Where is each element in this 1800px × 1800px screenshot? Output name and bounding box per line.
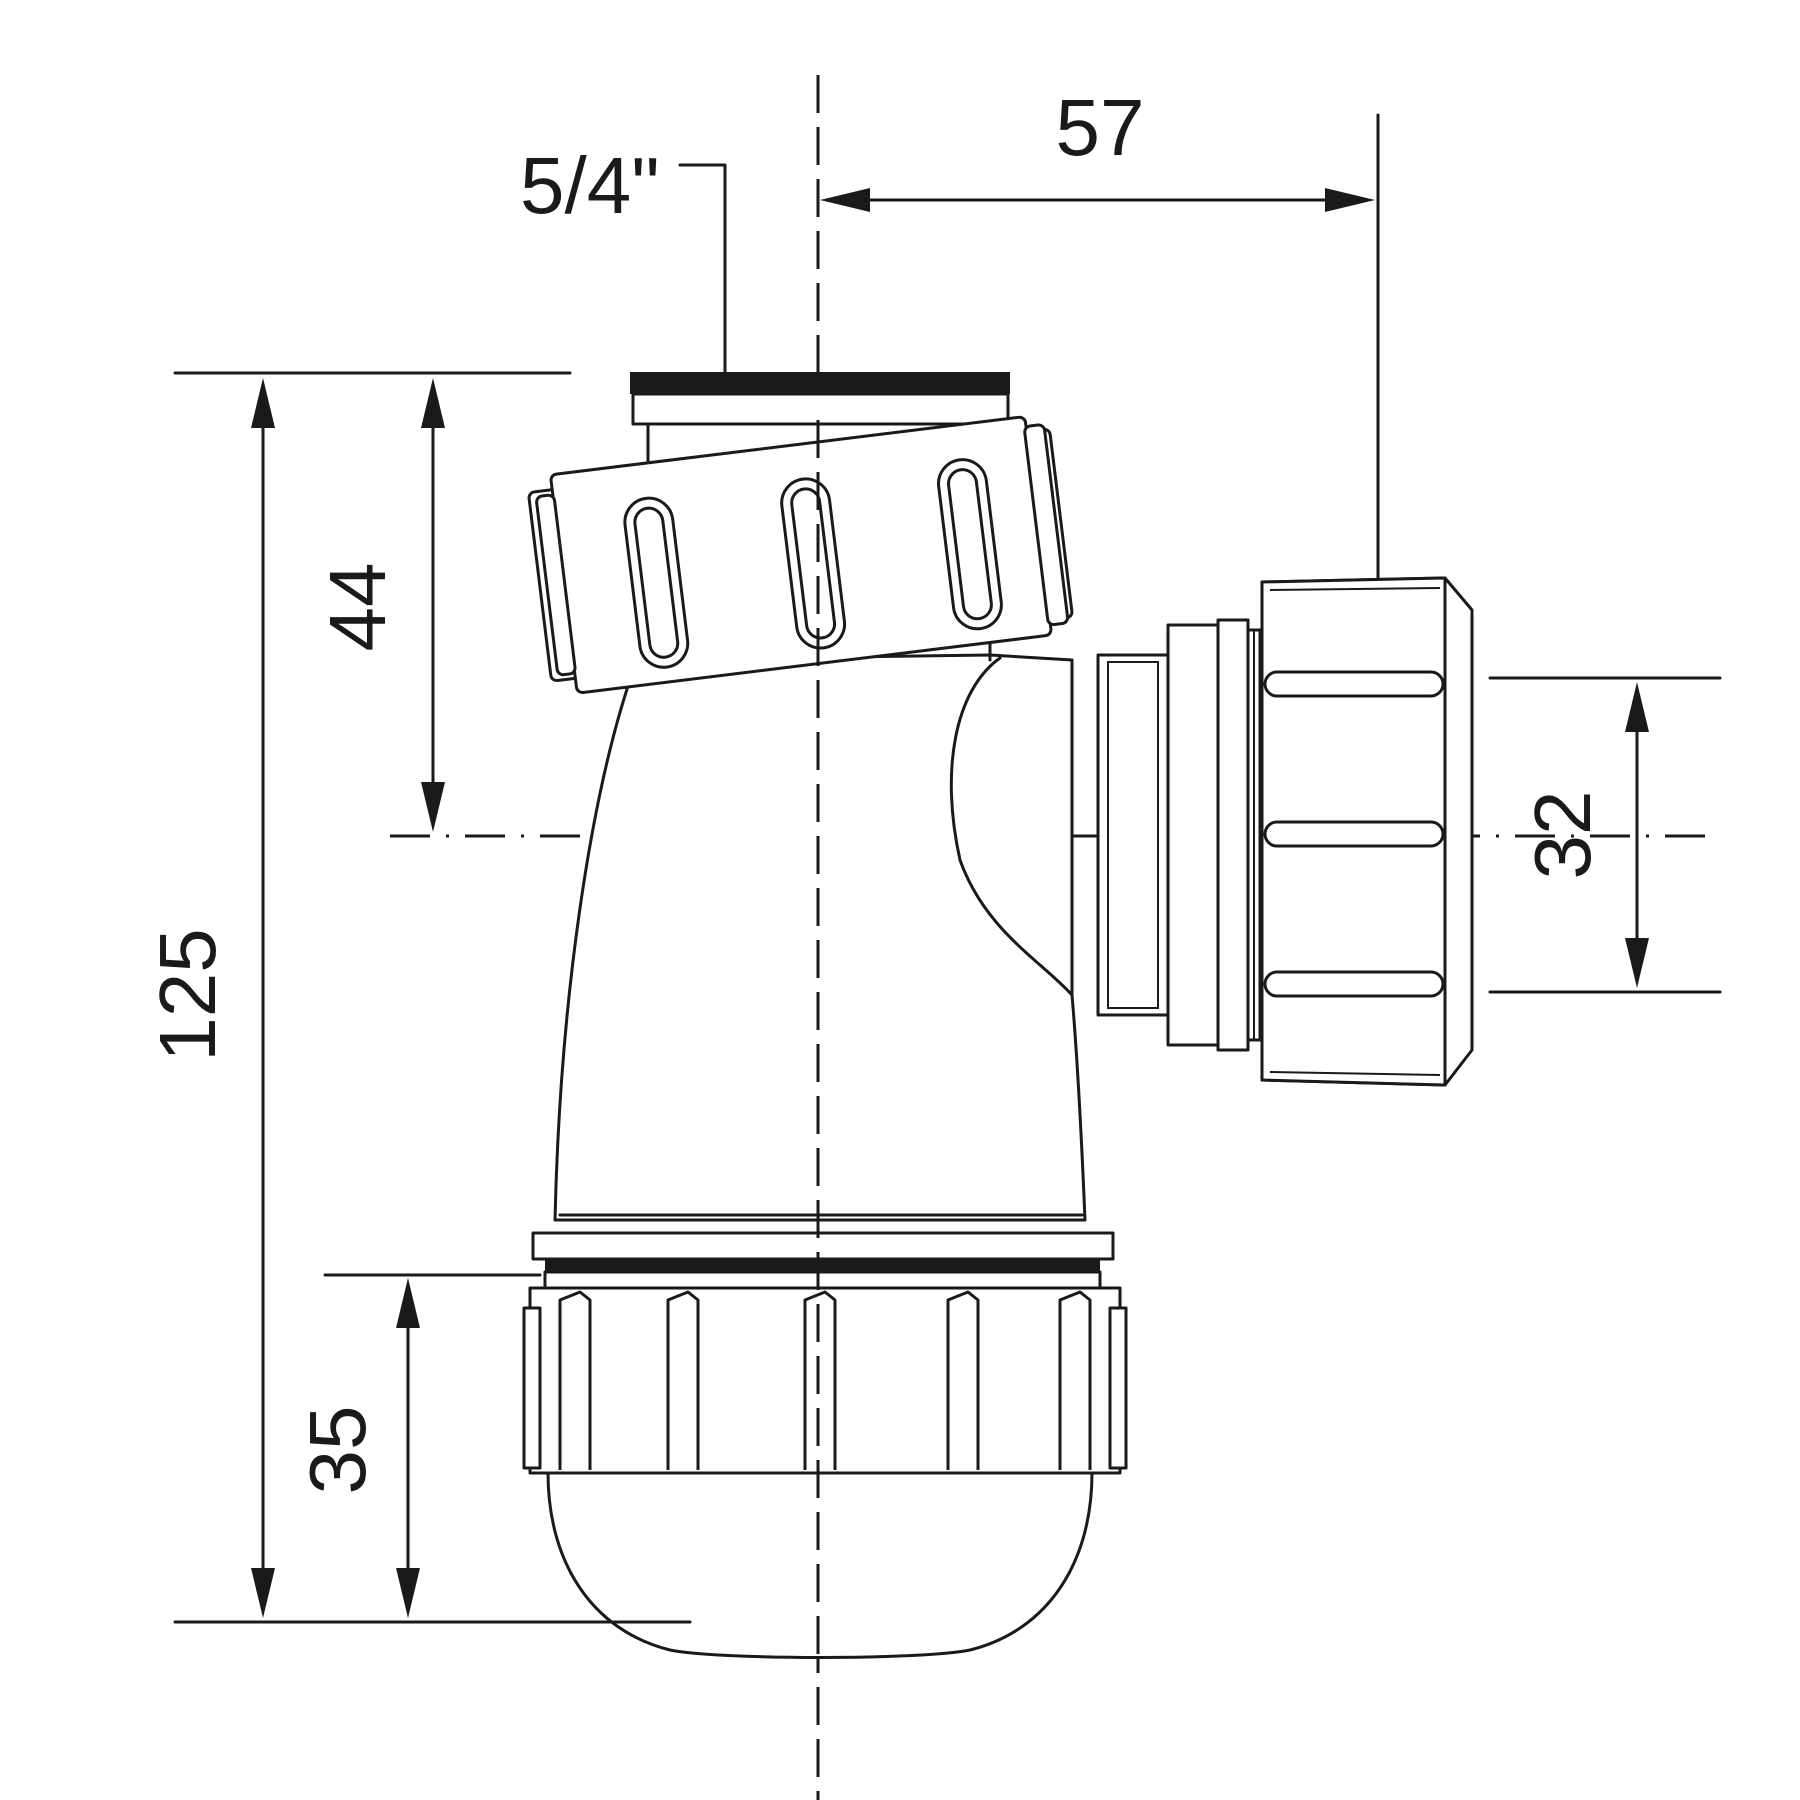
arrowhead bbox=[396, 1568, 420, 1618]
arrowhead bbox=[1625, 682, 1649, 732]
arrowhead bbox=[820, 188, 870, 212]
total-height-label: 125 bbox=[143, 928, 232, 1061]
arrowhead bbox=[421, 378, 445, 428]
trap-body bbox=[553, 653, 1087, 1222]
nut-grip-slot bbox=[780, 477, 847, 650]
bottom-nut bbox=[522, 1286, 1128, 1475]
outlet-nut bbox=[1260, 576, 1474, 1087]
cup-height-label: 35 bbox=[293, 1406, 382, 1495]
cup-flange bbox=[531, 1231, 1115, 1261]
cup-dome bbox=[546, 1471, 1094, 1659]
thread-size-label: 5/4" bbox=[520, 141, 660, 230]
outlet-ring bbox=[1216, 618, 1250, 1052]
outlet-sleeve bbox=[1096, 653, 1170, 1017]
thread-size-leader bbox=[678, 163, 727, 374]
arrowhead bbox=[1625, 938, 1649, 988]
offset-dimension-label: 57 bbox=[1056, 83, 1145, 172]
arrowhead bbox=[1325, 188, 1375, 212]
outlet-stub bbox=[1166, 623, 1220, 1047]
cup-ribs bbox=[558, 1290, 1092, 1470]
arrowhead bbox=[421, 782, 445, 832]
outlet-bulge bbox=[949, 656, 1074, 997]
nut-grip-slot bbox=[1263, 970, 1445, 998]
arrowhead bbox=[396, 1278, 420, 1328]
arrowhead bbox=[251, 378, 275, 428]
nut-grip-slot bbox=[623, 496, 690, 669]
cup-washer bbox=[545, 1258, 1100, 1272]
inlet-washer bbox=[630, 372, 1010, 394]
nut-grip-slot bbox=[1263, 670, 1445, 698]
inlet-height-label: 44 bbox=[313, 563, 402, 652]
inlet-nut bbox=[527, 415, 1074, 694]
arrowhead bbox=[251, 1568, 275, 1618]
nut-grip-slot bbox=[937, 458, 1003, 631]
outlet-diameter-label: 32 bbox=[1518, 791, 1607, 880]
nut-grip-slot bbox=[1263, 820, 1445, 848]
inlet-collar bbox=[631, 392, 1010, 426]
